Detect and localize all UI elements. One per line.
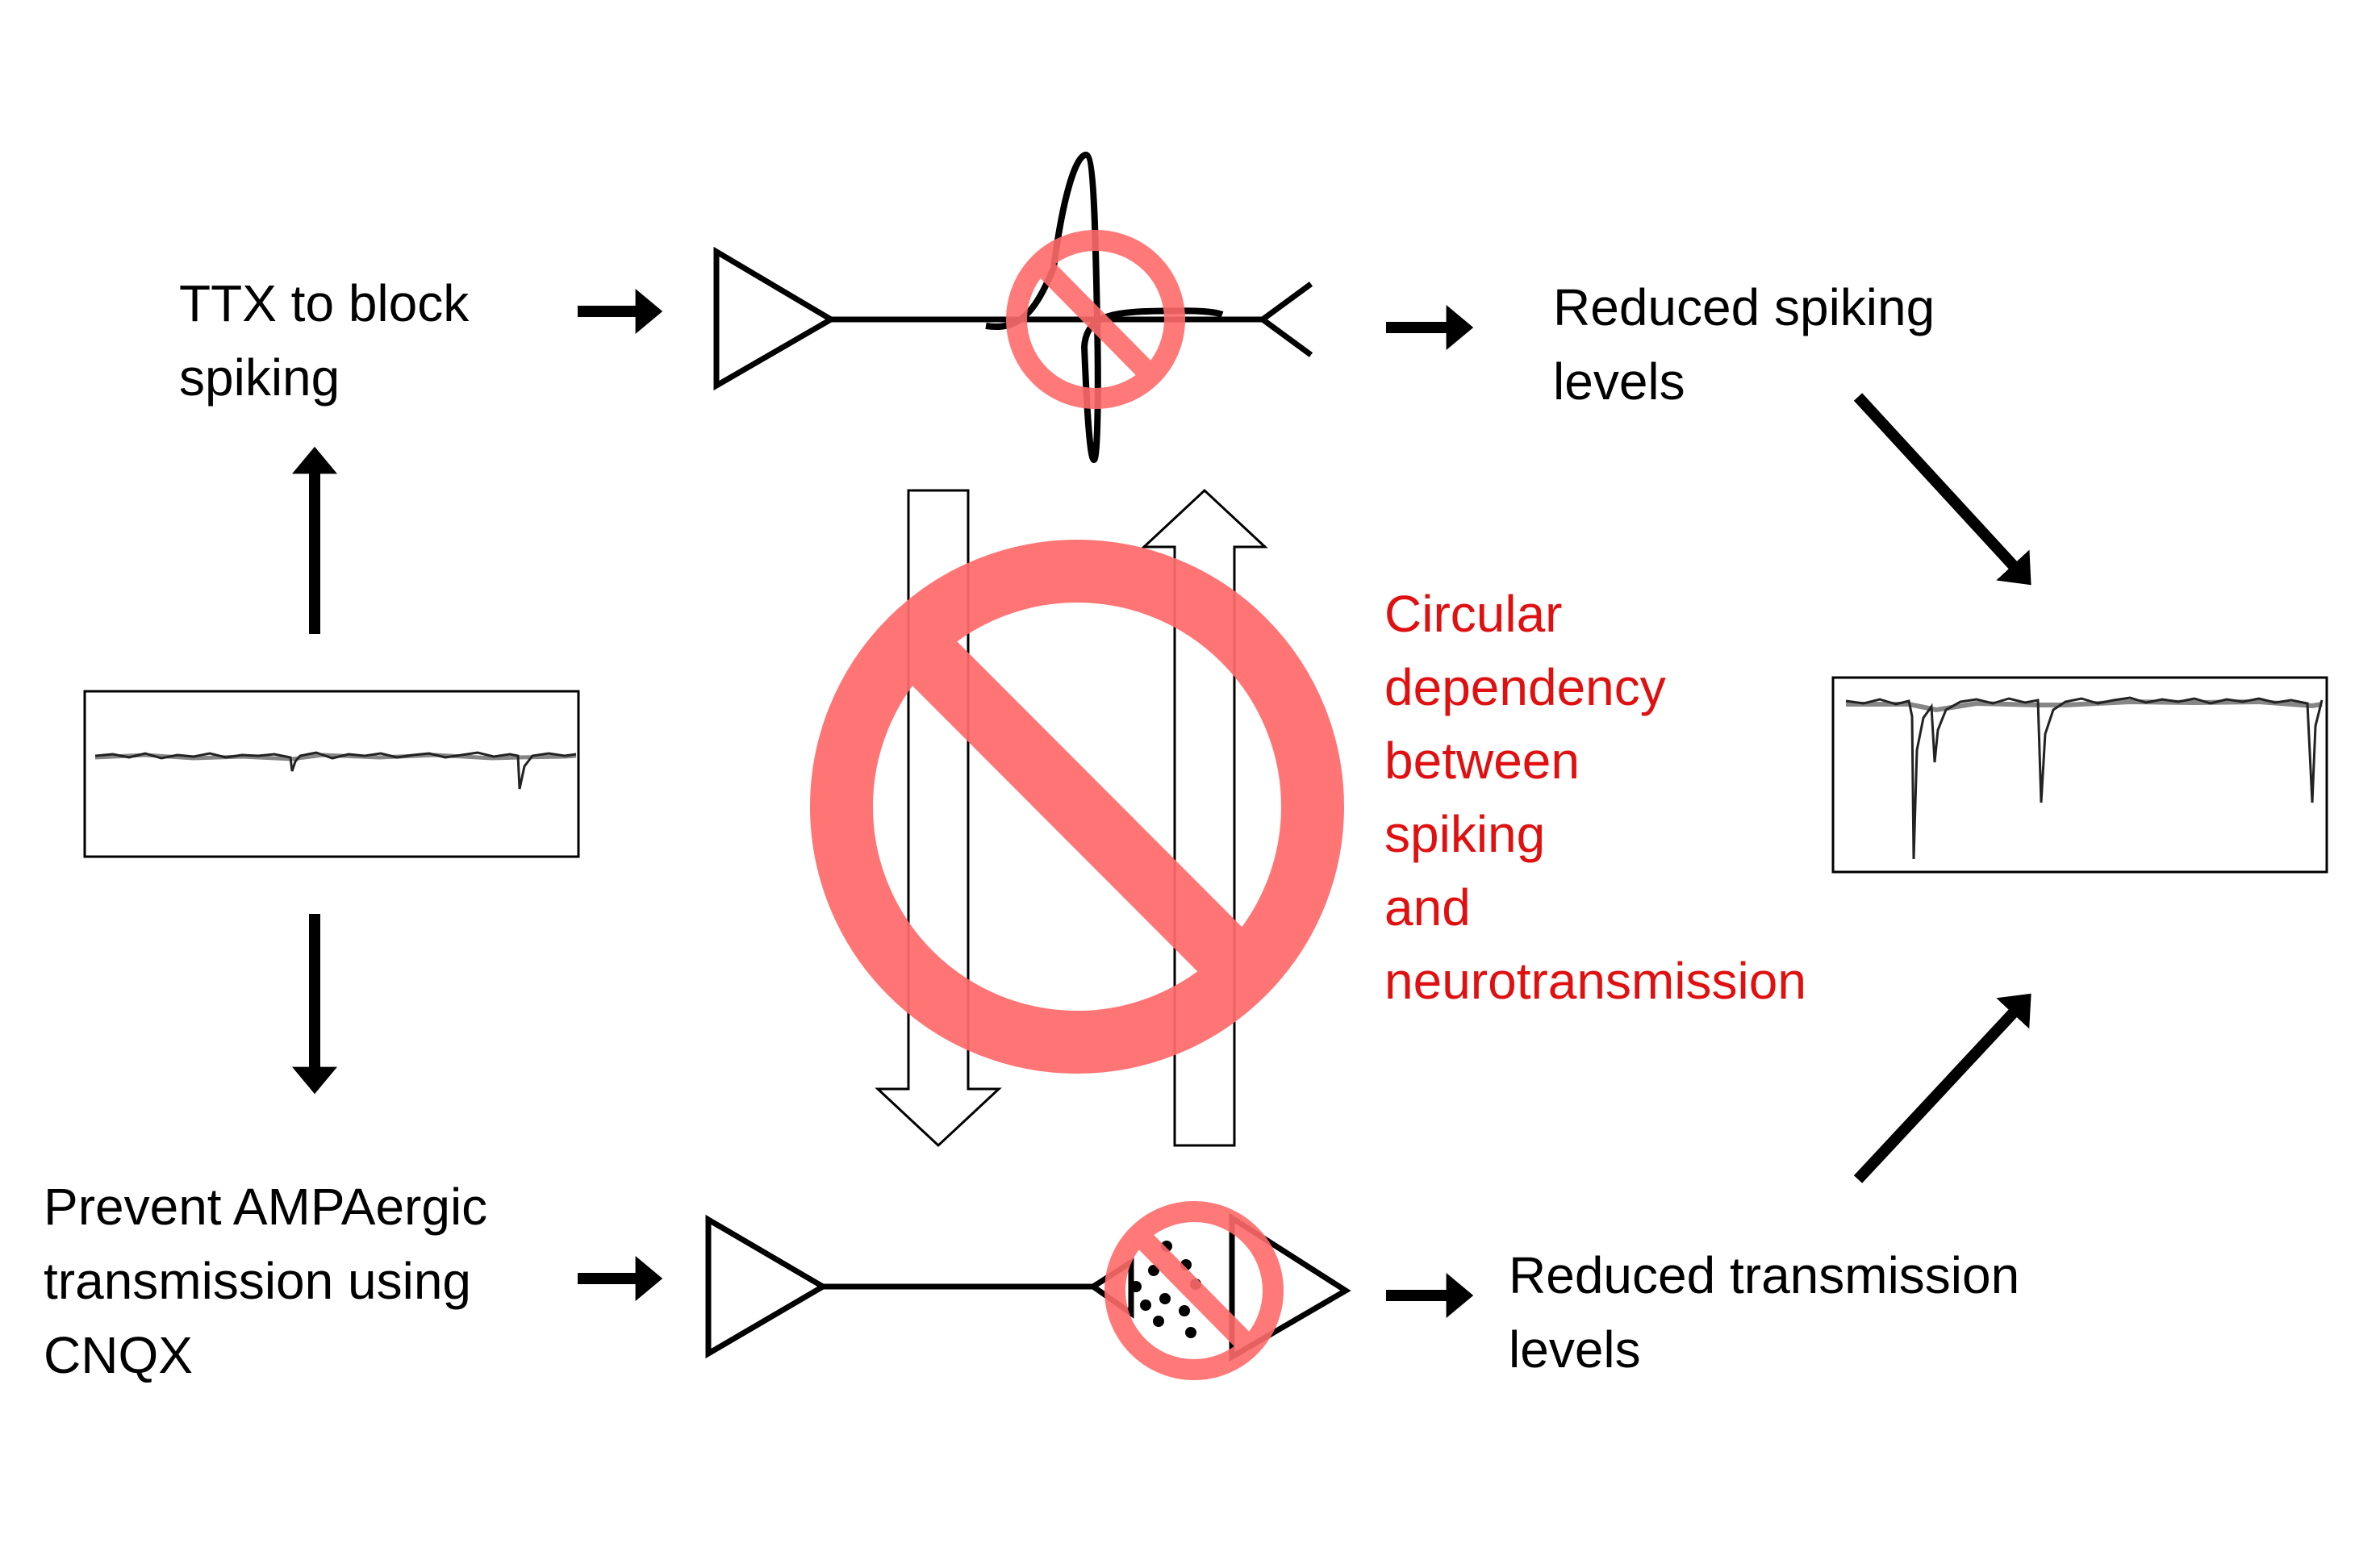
no-entry-icon-spike	[1006, 230, 1185, 409]
trace-frame	[1831, 676, 2328, 874]
prevent-label-line-3: CNQX	[44, 1326, 193, 1384]
prevent-label-line-1: Prevent AMPAergic	[44, 1178, 488, 1236]
trace-frame	[83, 690, 580, 858]
vesicles	[1130, 1241, 1201, 1338]
arrow-reduced-transmission-to-trace	[1853, 993, 2031, 1183]
no-entry-icon-large	[810, 540, 1344, 1074]
spiking-neuron	[713, 151, 1313, 464]
terminal-branch	[1260, 317, 1313, 357]
circular-label-line-5: and	[1384, 878, 1471, 937]
no-entry-icon-synapse	[1104, 1201, 1284, 1380]
ttx-label-line-2: spiking	[179, 348, 340, 407]
circular-dependency-label: Circular dependency between spiking and …	[1384, 578, 1806, 1018]
circular-label-line-6: neurotransmission	[1384, 952, 1806, 1010]
circular-label-line-1: Circular	[1384, 585, 1563, 643]
result-trace-panel	[1831, 676, 2328, 874]
ttx-label-line-1: TTX to block	[179, 274, 470, 332]
baseline-trace-panel	[83, 690, 580, 858]
prevent-ampaergic-label: Prevent AMPAergic transmission using CNQ…	[44, 1170, 487, 1392]
spike-icon	[985, 151, 1224, 464]
ttx-label: TTX to block spiking	[179, 266, 469, 415]
circular-label-line-3: between	[1384, 732, 1580, 790]
reduced-transmission-label: Reduced transmission levels	[1509, 1238, 2019, 1387]
reduced-spiking-label-line-1: Reduced spiking	[1553, 278, 1935, 336]
terminal-branch	[1260, 282, 1313, 322]
reduced-transmission-label-line-2: levels	[1509, 1320, 1641, 1379]
reduced-transmission-label-line-1: Reduced transmission	[1509, 1246, 2020, 1304]
neuron-icon	[713, 246, 837, 391]
hollow-arrow-up	[1141, 488, 1268, 1147]
circular-label-line-2: dependency	[1384, 658, 1666, 716]
reduced-spiking-label-line-2: levels	[1553, 352, 1685, 411]
flow-arrows	[292, 289, 2031, 1318]
arrow-reduced-spiking-to-trace	[1853, 393, 2031, 586]
circular-label-line-4: spiking	[1384, 805, 1546, 863]
neuron-icon	[705, 1214, 829, 1359]
reduced-spiking-label: Reduced spiking levels	[1553, 270, 1935, 419]
prevent-label-line-2: transmission using	[44, 1252, 471, 1310]
